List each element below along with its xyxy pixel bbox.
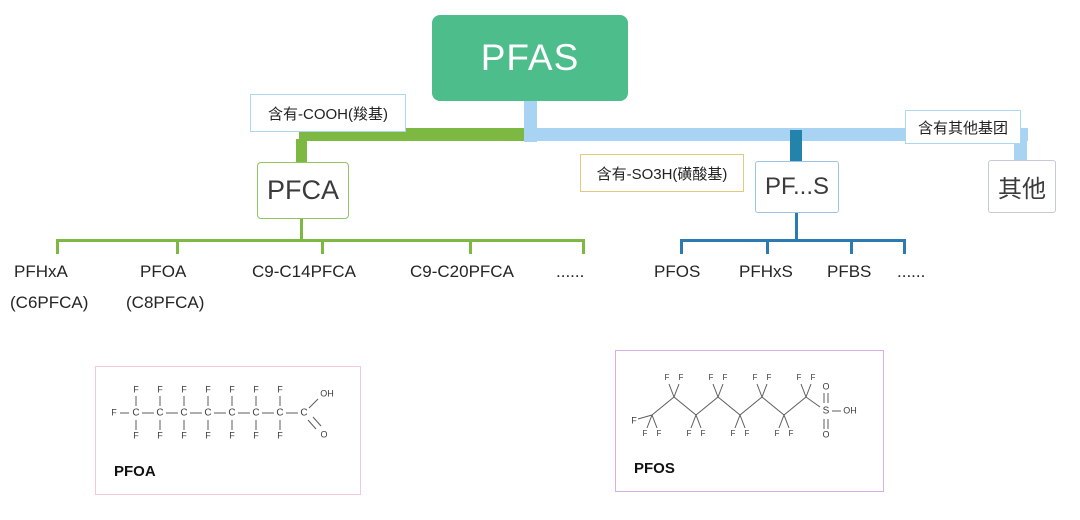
condition-label-so3h: 含有-SO3H(磺酸基) [580,154,744,192]
pfca-tick-2 [176,239,179,254]
svg-text:C: C [228,408,235,419]
svg-text:F: F [701,429,706,438]
pfca-leaf-c9-c20pfca: C9-C20PFCA [410,262,514,281]
pfs-tick-3 [850,239,853,254]
svg-text:F: F [277,430,283,440]
svg-text:F: F [253,384,259,394]
connector-blue-bar [524,128,1028,141]
svg-text:C: C [132,408,139,419]
pfs-leaf-pfhxs: PFHxS [739,262,793,281]
svg-text:F: F [687,429,692,438]
svg-text:F: F [181,384,187,394]
svg-text:F: F [277,384,283,394]
svg-text:F: F [133,384,139,394]
connector-pfca-stub [296,139,307,164]
svg-text:F: F [205,384,211,394]
svg-text:F: F [157,430,163,440]
node-pfs: PF...S [755,161,839,213]
svg-text:F: F [723,373,728,382]
svg-text:F: F [731,429,736,438]
svg-text:F: F [811,373,816,382]
pfs-drop-line [795,213,798,240]
pfca-leaf-pfhxa: PFHxA [14,262,68,281]
pfca-tick-1 [56,239,59,254]
svg-text:C: C [252,408,259,419]
svg-text:F: F [229,384,235,394]
svg-text:S: S [823,406,830,417]
pfca-tick-3 [321,239,324,254]
node-pfas: PFAS [432,15,628,101]
svg-text:F: F [657,429,662,438]
svg-text:C: C [156,408,163,419]
svg-text:F: F [157,384,163,394]
svg-text:F: F [253,430,259,440]
svg-text:C: C [300,408,307,419]
svg-text:OH: OH [843,405,857,415]
condition-label-cooh: 含有-COOH(羧基) [250,94,406,132]
svg-text:F: F [111,407,117,417]
pfca-leaf-c9-c14pfca: C9-C14PFCA [252,262,356,281]
svg-text:F: F [133,430,139,440]
svg-text:O: O [320,429,327,439]
pfca-drop-line [300,219,303,240]
node-pfas-label: PFAS [480,37,580,78]
svg-text:F: F [665,373,670,382]
svg-text:C: C [204,408,211,419]
pfoa-caption: PFOA [114,463,156,480]
svg-text:F: F [229,430,235,440]
pfca-tick-5 [582,239,585,254]
svg-text:F: F [709,373,714,382]
pfca-leaf-ellipsis: ...... [556,262,585,281]
svg-text:F: F [753,373,758,382]
pfca-leaf-pfhxa-sub: (C6PFCA) [10,293,89,312]
pfoa-structure-panel: F C F F C F F C F F C F F C F F C F F C F F C OH O PFOA [95,366,361,495]
svg-text:C: C [276,408,283,419]
pfs-tick-4 [903,239,906,254]
pfca-leaf-pfoa: PFOA [140,262,187,281]
svg-text:O: O [822,381,829,391]
svg-text:F: F [789,429,794,438]
connector-pfs-stub [790,130,802,163]
node-other: 其他 [988,160,1056,213]
node-pfca: PFCA [257,162,349,219]
svg-text:F: F [775,429,780,438]
pfca-tick-4 [469,239,472,254]
svg-text:F: F [181,430,187,440]
pfs-tick-2 [766,239,769,254]
pfs-leaf-pfos: PFOS [654,262,701,281]
pfs-leaf-pfbs: PFBS [827,262,872,281]
svg-text:O: O [822,429,829,439]
svg-text:F: F [631,415,637,425]
pfca-branch-line [56,239,585,242]
svg-text:C: C [180,408,187,419]
svg-text:F: F [797,373,802,382]
svg-text:F: F [643,429,648,438]
connector-other-stub [1014,139,1027,163]
svg-text:F: F [745,429,750,438]
pfoa-structure-drawing: F C F F C F F C F F C F F C F F C F F C F F C OH O [111,384,334,440]
pfos-caption: PFOS [634,460,675,477]
pfca-leaf-pfoa-sub: (C8PFCA) [126,293,205,312]
pfs-branch-line [680,239,906,242]
pfs-tick-1 [680,239,683,254]
pfs-leaf-ellipsis: ...... [897,262,926,281]
svg-text:F: F [679,373,684,382]
condition-label-other: 含有其他基团 [905,110,1021,144]
svg-text:F: F [767,373,772,382]
svg-text:OH: OH [320,388,334,398]
svg-text:F: F [205,430,211,440]
